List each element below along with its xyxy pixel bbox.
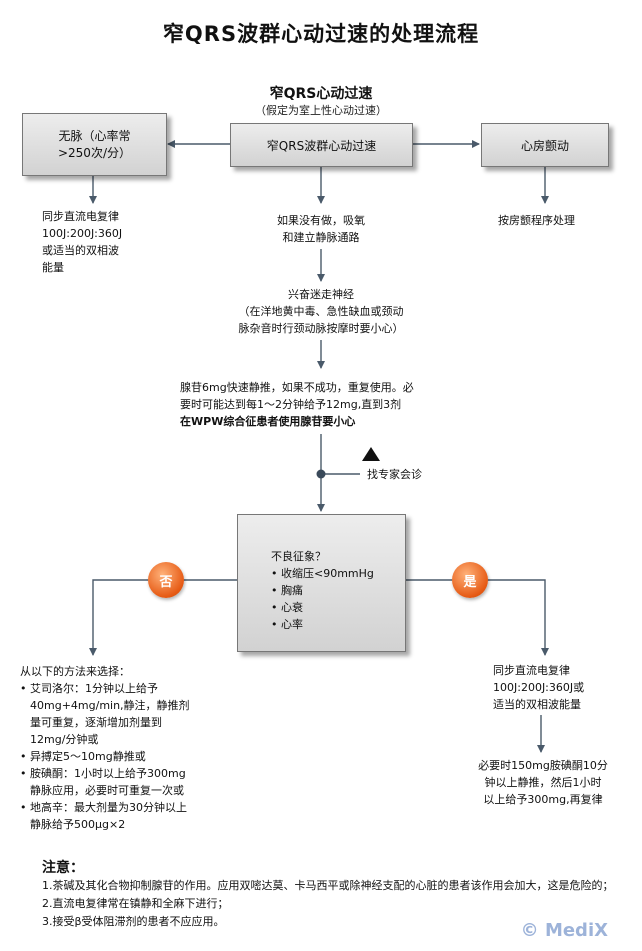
oxygen-line: 和建立静脉通路: [282, 231, 360, 244]
amiodarone-line: 钟以上静推，然后1小时: [484, 776, 602, 789]
option-line: 胺碘酮：1小时以上给予300mg: [30, 767, 186, 780]
page-title: 窄QRS波群心动过速的处理流程: [162, 22, 480, 46]
af-box: 心房颤动: [481, 123, 609, 167]
pulseless-label: 无脉（心率常>250次/分）: [57, 128, 131, 160]
warning-triangle-icon: [362, 447, 380, 461]
oxygen-line: 如果没有做，吸氧: [277, 214, 365, 227]
note-item: 3.接受β受体阻滞剂的患者不应应用。: [42, 915, 225, 928]
yes-badge: 是: [452, 562, 488, 598]
consult-node: [316, 469, 326, 479]
adenosine-line: 腺苷6mg快速静推，如果不成功，重复使用。必: [180, 381, 414, 394]
adverse-list: 收缩压<90mmHg 胸痛 心衰 心率: [271, 565, 374, 633]
flow-subtitle: 窄QRS心动过速: [269, 86, 373, 102]
right-cardioversion: 同步直流电复律 100J:200J:360J或 适当的双相波能量: [493, 662, 584, 713]
amiodarone-line: 以上给予300mg,再复律: [483, 793, 603, 806]
cardioversion-line: 100J:200J:360J或: [493, 681, 585, 694]
adverse-item: 心率: [271, 616, 374, 633]
option-line: 地高辛：最大剂量为30分钟以上: [30, 801, 187, 814]
adverse-item: 收缩压<90mmHg: [271, 565, 374, 582]
vagal-line: 兴奋迷走神经: [288, 288, 354, 301]
adenosine-step: 腺苷6mg快速静推，如果不成功，重复使用。必 要时可能达到每1～2分钟给予12m…: [180, 379, 470, 430]
option-line: 40mg+4mg/min,静注，静推剂: [30, 699, 190, 712]
option-line: 静脉给予500μg×2: [30, 818, 126, 831]
pulseless-action-line: 或适当的双相波: [42, 244, 119, 257]
option-digoxin: 地高辛：最大剂量为30分钟以上 静脉给予500μg×2: [20, 799, 230, 833]
narrow-qrs-label: 窄QRS波群心动过速: [266, 138, 377, 153]
pulseless-action: 同步直流电复律 100J:200J:360J 或适当的双相波 能量: [42, 208, 122, 276]
no-badge: 否: [148, 562, 184, 598]
left-branch: 从以下的方法来选择： 艾司洛尔：1分钟以上给予 40mg+4mg/min,静注，…: [20, 663, 230, 833]
option-amiodarone: 胺碘酮：1小时以上给予300mg 静脉应用，必要时可重复一次或: [20, 765, 230, 799]
consult-label: 找专家会诊: [367, 468, 422, 481]
option-verapamil: 异搏定5～10mg静推或: [20, 748, 230, 765]
oxygen-step: 如果没有做，吸氧 和建立静脉通路: [241, 212, 401, 246]
adverse-item: 心衰: [271, 599, 374, 616]
pulseless-action-line: 100J:200J:360J: [42, 227, 123, 240]
amiodarone-line: 必要时150mg胺碘酮10分: [478, 759, 608, 772]
option-line: 静脉应用，必要时可重复一次或: [30, 784, 184, 797]
pulseless-action-line: 同步直流电复律: [42, 210, 119, 223]
left-branch-title: 从以下的方法来选择：: [20, 665, 130, 678]
af-action: 按房颤程序处理: [498, 214, 575, 227]
pulseless-box: 无脉（心率常>250次/分）: [22, 113, 167, 176]
note-item: 2.直流电复律常在镇静和全麻下进行；: [42, 897, 229, 910]
flow-subtitle-note: （假定为室上性心动过速）: [255, 104, 387, 117]
adenosine-line: 要时可能达到每1～2分钟给予12mg,直到3剂: [180, 398, 402, 411]
narrow-qrs-box: 窄QRS波群心动过速: [230, 123, 413, 167]
vagal-line: 脉杂音时行颈动脉按摩时要小心）: [238, 322, 404, 335]
cardioversion-line: 适当的双相波能量: [493, 698, 581, 711]
cardioversion-line: 同步直流电复律: [493, 664, 570, 677]
pulseless-action-line: 能量: [42, 261, 64, 274]
adverse-item: 胸痛: [271, 582, 374, 599]
branch-yes: [405, 579, 549, 656]
note-item: 1.茶碱及其化合物抑制腺苷的作用。应用双嘧达莫、卡马西平或除神经支配的心脏的患者…: [42, 879, 614, 892]
adenosine-warning: 在WPW综合征患者使用腺苷要小心: [180, 415, 356, 428]
vagal-step: 兴奋迷走神经 （在洋地黄中毒、急性缺血或颈动 脉杂音时行颈动脉按摩时要小心）: [186, 286, 456, 337]
option-line: 艾司洛尔：1分钟以上给予: [30, 682, 158, 695]
notes-title: 注意：: [42, 860, 84, 876]
left-branch-list: 艾司洛尔：1分钟以上给予 40mg+4mg/min,静注，静推剂 量可重复，逐渐…: [20, 680, 230, 833]
right-amiodarone: 必要时150mg胺碘酮10分 钟以上静推，然后1小时 以上给予300mg,再复律: [468, 757, 618, 808]
adverse-title: 不良征象？: [271, 550, 326, 563]
option-esmolol: 艾司洛尔：1分钟以上给予 40mg+4mg/min,静注，静推剂 量可重复，逐渐…: [20, 680, 230, 748]
option-line: 量可重复，逐渐增加剂量到: [30, 716, 162, 729]
medix-watermark: © MediX: [520, 920, 608, 941]
branch-no: [89, 579, 237, 656]
af-label: 心房颤动: [520, 138, 569, 153]
vagal-line: （在洋地黄中毒、急性缺血或颈动: [238, 305, 404, 318]
option-line: 12mg/分钟或: [30, 733, 99, 746]
notes-list: 1.茶碱及其化合物抑制腺苷的作用。应用双嘧达莫、卡马西平或除神经支配的心脏的患者…: [42, 877, 632, 931]
adverse-signs-box: 不良征象？ 收缩压<90mmHg 胸痛 心衰 心率: [237, 514, 406, 652]
option-line: 异搏定5～10mg静推或: [30, 750, 146, 763]
